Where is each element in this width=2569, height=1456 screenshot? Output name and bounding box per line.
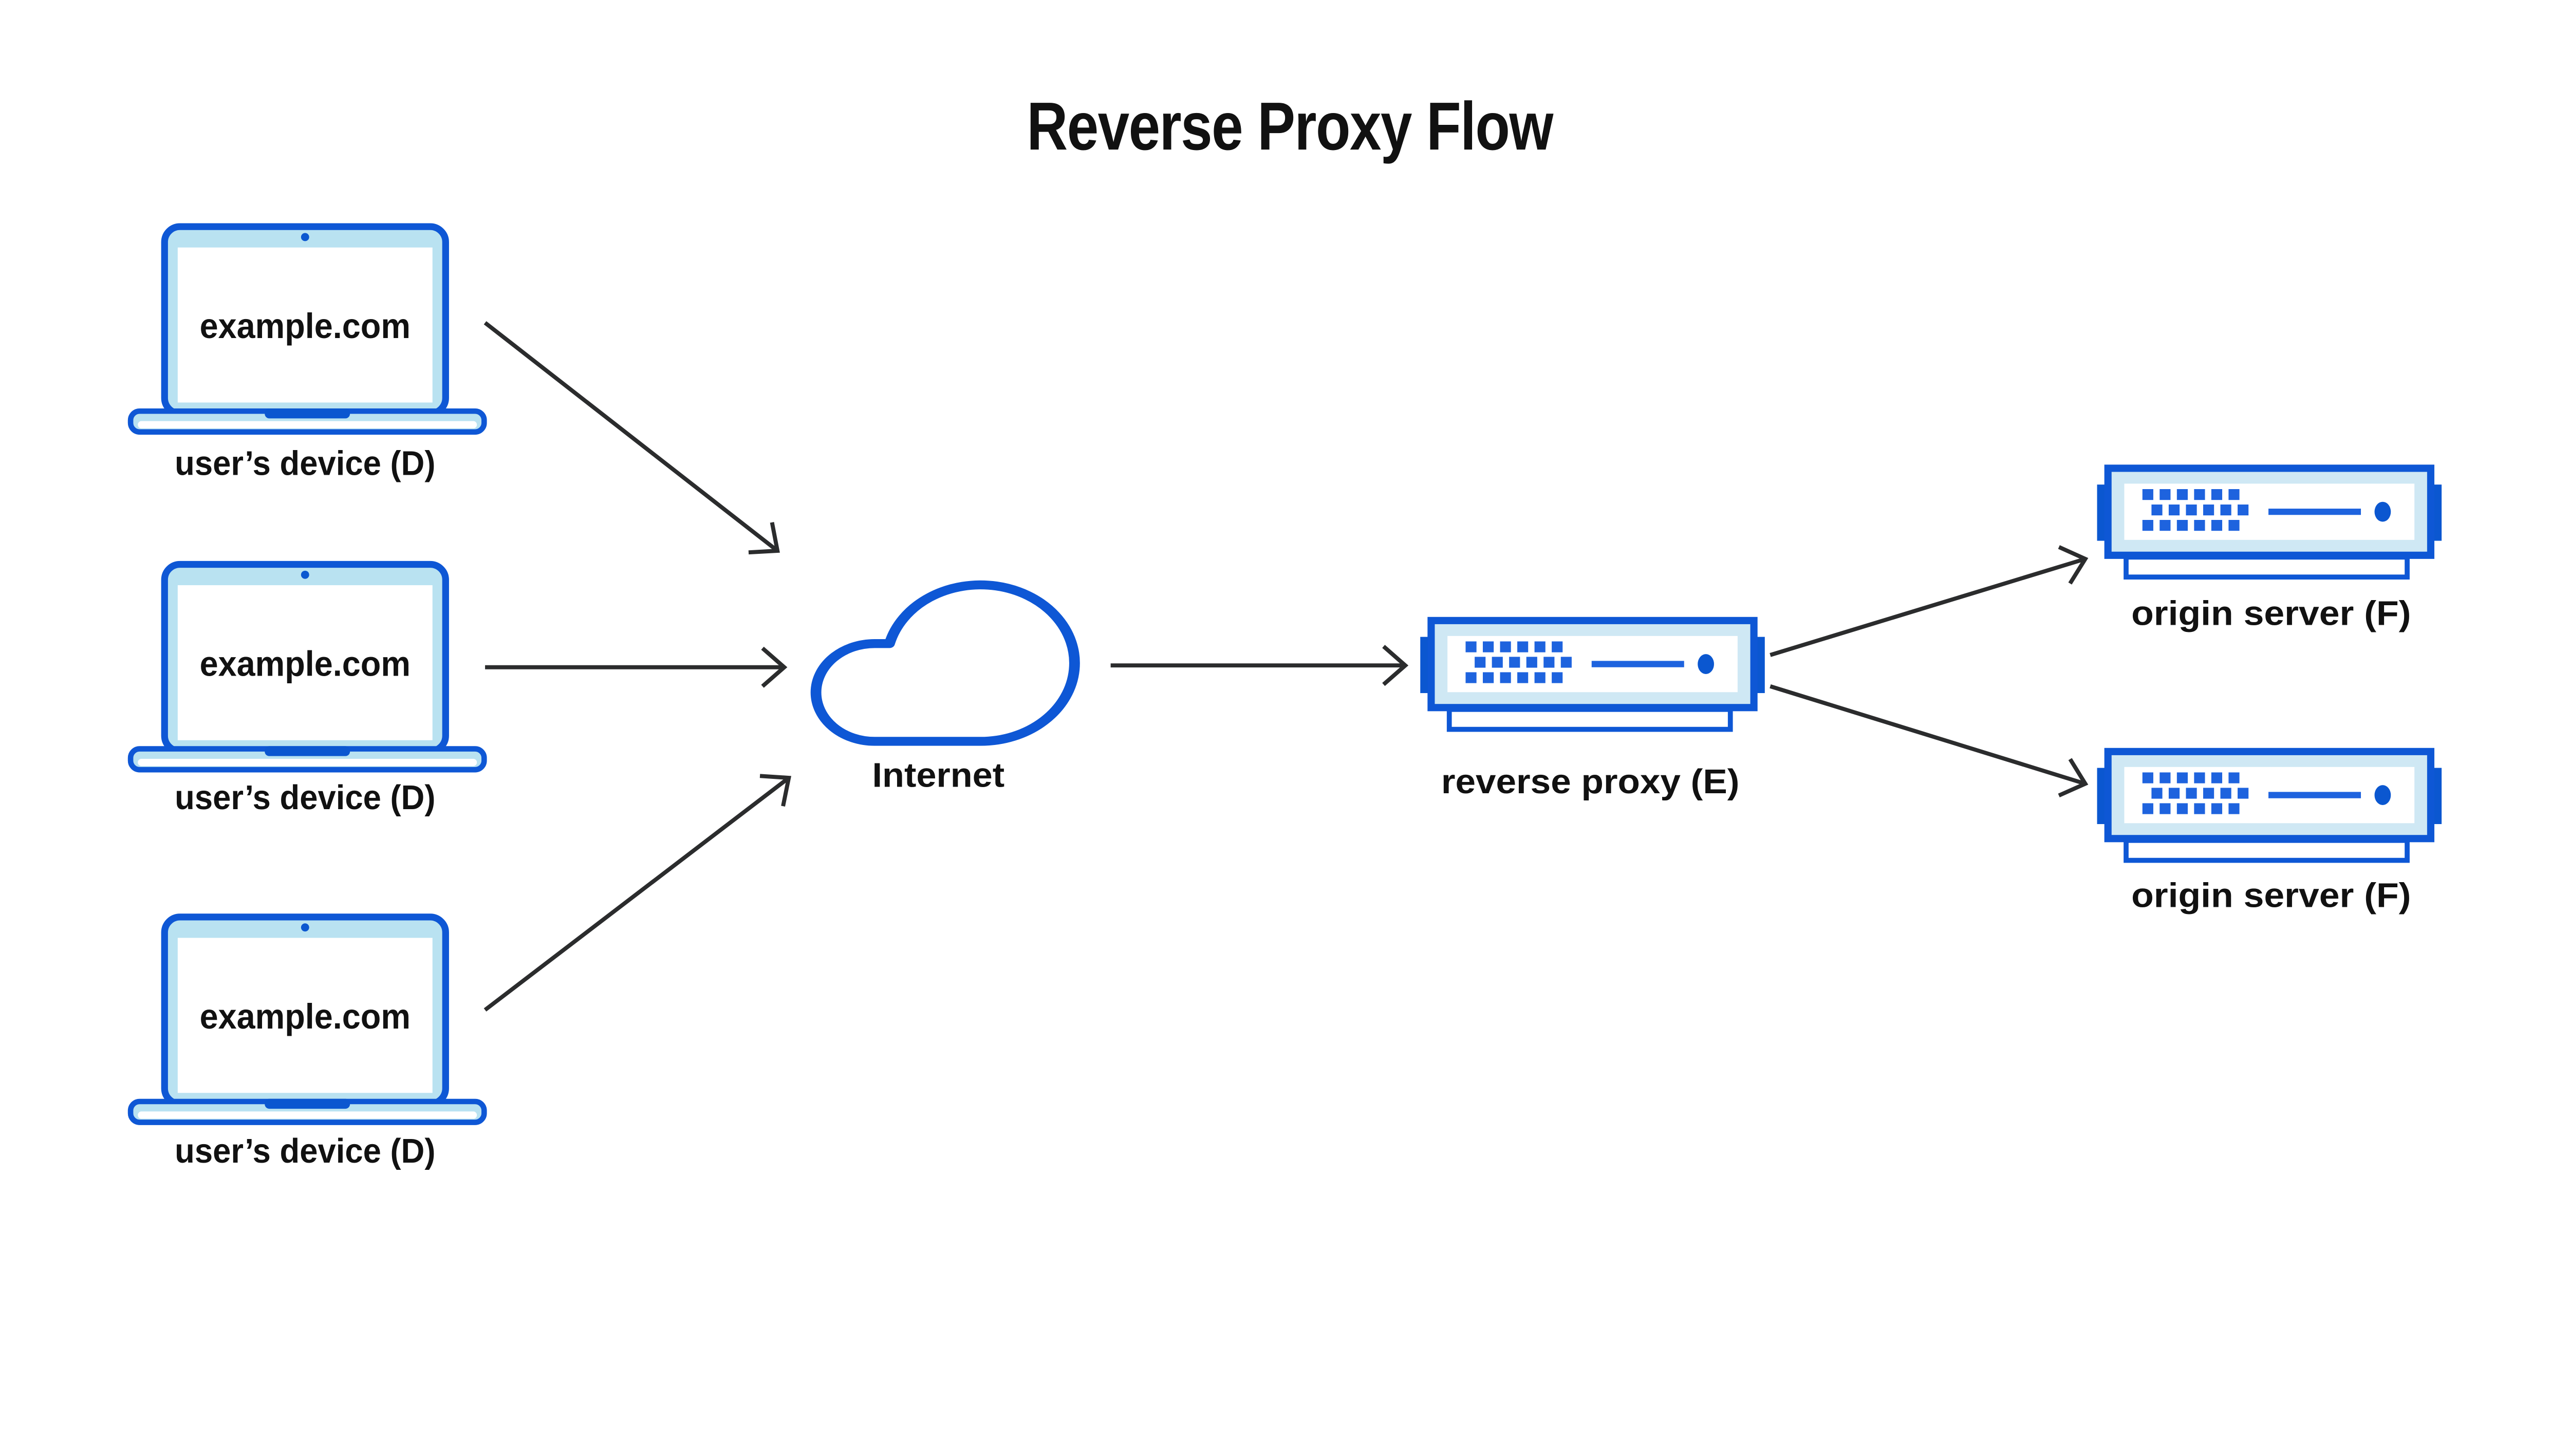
origin-server-1-label: origin server (F) — [2131, 594, 2411, 633]
reverse-proxy-label: reverse proxy (E) — [1441, 762, 1740, 801]
origin-server-2-icon — [2097, 752, 2442, 861]
reverse-proxy-flow-diagram: Reverse Proxy Flow example.com user’s de… — [127, 88, 2446, 1171]
device-2-screen-text: example.com — [200, 644, 411, 684]
device-2-label: user’s device (D) — [175, 778, 435, 817]
internet-label: Internet — [872, 756, 1005, 795]
arrow-proxy-to-origin2 — [1770, 684, 2089, 798]
device-3-label: user’s device (D) — [175, 1132, 435, 1170]
internet-cloud-icon — [810, 580, 1080, 746]
diagram-svg: Reverse Proxy Flow example.com user’s de… — [127, 88, 2446, 1171]
origin-server-2-label: origin server (F) — [2131, 876, 2411, 914]
page-title: Reverse Proxy Flow — [1027, 88, 1554, 164]
origin-server-1-icon — [2097, 468, 2442, 577]
arrow-proxy-to-origin1 — [1770, 545, 2089, 657]
arrow-device1-to-internet — [483, 321, 780, 555]
device-1-screen-text: example.com — [200, 306, 411, 346]
reverse-proxy-icon — [1420, 621, 1765, 730]
arrow-device3-to-internet — [483, 774, 791, 1012]
device-1-label: user’s device (D) — [175, 444, 435, 483]
device-3-screen-text: example.com — [200, 997, 411, 1036]
